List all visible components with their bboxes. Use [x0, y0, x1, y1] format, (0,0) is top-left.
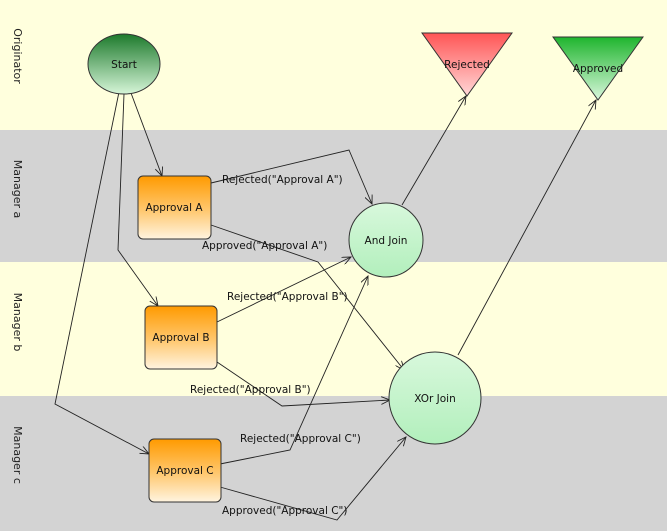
- edge-rejected-b-to-and-label: Rejected("Approval B"): [227, 291, 348, 303]
- edge-approved-c[interactable]: [219, 437, 406, 521]
- approval-b-node[interactable]: Approval B: [144, 305, 218, 370]
- lane-manager-b: Manager b: [0, 262, 667, 396]
- xor-join-node-shape: [388, 351, 482, 445]
- lane-manager-a-band: [0, 130, 667, 262]
- start-node-label: Start: [111, 59, 137, 71]
- edge-rejected-b-to-xor-label: Rejected("Approval B"): [190, 384, 311, 396]
- start-node-shape: [87, 33, 161, 95]
- approval-a-node-label: Approval A: [145, 202, 203, 214]
- rejected-end-node-shape: [421, 32, 513, 97]
- edge-rejected-c[interactable]: [219, 276, 368, 465]
- approval-a-node[interactable]: Approval A: [137, 175, 212, 240]
- xor-join-node[interactable]: XOr Join: [388, 351, 482, 445]
- approval-a-node-shape: [137, 175, 212, 240]
- approved-end-node-label: Approved: [573, 63, 623, 75]
- edge-start-to-approval-c[interactable]: [54, 91, 149, 454]
- edge-rejected-c-label: Rejected("Approval C"): [240, 433, 361, 445]
- edge-start-to-approval-a[interactable]: [130, 92, 162, 176]
- edge-rejected-a[interactable]: [210, 149, 372, 204]
- edges: Rejected("Approval A") Approved("Approva…: [54, 91, 596, 521]
- approved-end-node[interactable]: Approved: [552, 36, 644, 101]
- approval-c-node[interactable]: Approval C: [148, 438, 222, 503]
- edge-rejected-b-to-xor[interactable]: [216, 361, 390, 407]
- lane-manager-c: Manager c: [0, 396, 667, 531]
- rejected-end-node[interactable]: Rejected: [421, 32, 513, 97]
- lane-manager-a-label: Manager a: [11, 160, 24, 218]
- lane-manager-c-band: [0, 396, 667, 531]
- edge-and-join-to-rejected[interactable]: [401, 96, 466, 206]
- rejected-end-node-label: Rejected: [444, 59, 490, 71]
- edge-xor-join-to-approved[interactable]: [457, 100, 596, 356]
- approval-b-node-shape: [144, 305, 218, 370]
- xor-join-node-label: XOr Join: [414, 393, 456, 405]
- nodes: Start Approval A Approval B Approval C A…: [87, 32, 644, 503]
- edge-start-to-approval-b[interactable]: [117, 93, 158, 306]
- edge-approved-c-label: Approved("Approval C"): [222, 505, 347, 517]
- lane-manager-a: Manager a: [0, 130, 667, 262]
- lane-originator-label: Originator: [11, 28, 24, 84]
- approval-c-node-label: Approval C: [156, 465, 213, 477]
- lane-manager-b-band: [0, 262, 667, 396]
- lane-manager-c-label: Manager c: [11, 426, 24, 484]
- edge-rejected-b-to-and[interactable]: [216, 257, 351, 323]
- edge-approved-a-label: Approved("Approval A"): [202, 240, 327, 252]
- and-join-node[interactable]: And Join: [348, 202, 424, 278]
- and-join-node-label: And Join: [365, 235, 408, 247]
- start-node[interactable]: Start: [87, 33, 161, 95]
- and-join-node-shape: [348, 202, 424, 278]
- approved-end-node-shape: [552, 36, 644, 101]
- approval-c-node-shape: [148, 438, 222, 503]
- approval-b-node-label: Approval B: [152, 332, 209, 344]
- edge-rejected-a-label: Rejected("Approval A"): [222, 174, 343, 186]
- lane-manager-b-label: Manager b: [11, 293, 24, 352]
- edge-approved-a[interactable]: [210, 224, 404, 370]
